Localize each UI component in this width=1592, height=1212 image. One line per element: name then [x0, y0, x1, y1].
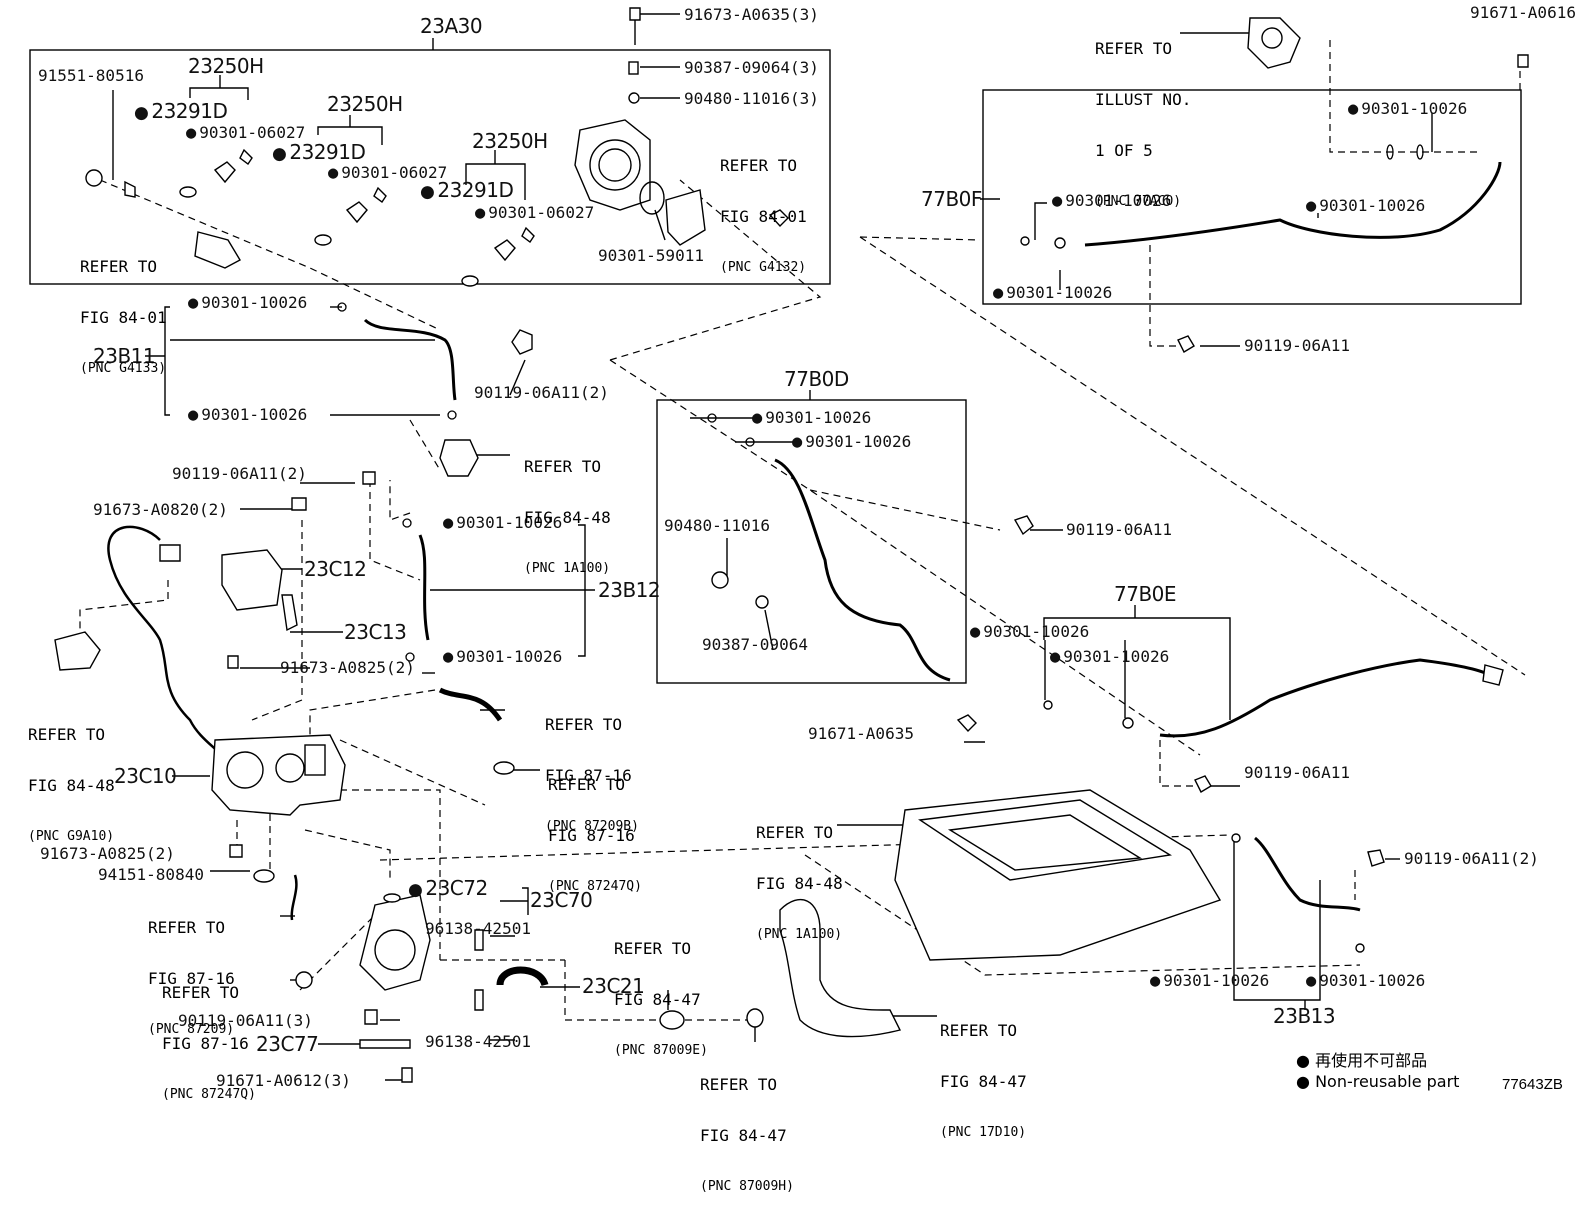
group-23250H-1: 23250H — [188, 54, 264, 78]
group-23C70: 23C70 — [530, 888, 593, 912]
sensor-g9a10 — [54, 631, 101, 671]
group-77B0F: 77B0F — [921, 187, 982, 211]
ref-fig-84-47-17d10: REFER TO FIG 84-47 (PNC 17D10) — [940, 1021, 1027, 1140]
vacuum-pump-23C70 — [359, 894, 431, 991]
part-91673-A0635-3: 91673-A0635(3) — [684, 5, 819, 24]
group-23291D-3: 23291D — [420, 180, 514, 203]
ref-fig-87-16-87247q-a: REFER TO FIG 87-16 (PNC 87247Q) — [548, 775, 642, 894]
ref-fig-84-47-87009e: REFER TO FIG 84-47 (PNC 87009E) — [614, 939, 708, 1058]
part-96138-42501-a: 96138-42501 — [425, 919, 531, 938]
part-90301-10026-d1: 90301-10026 — [752, 409, 871, 427]
legend-jp: ● 再使用不可部品 — [1296, 1051, 1428, 1070]
legend-en: ● Non-reusable part — [1296, 1072, 1460, 1091]
part-90301-10026-f1: 90301-10026 — [1348, 100, 1467, 118]
part-90119-06A11-2-left: 90119-06A11(2) — [172, 464, 307, 483]
part-91673-A0820-2: 91673-A0820(2) — [93, 500, 228, 519]
part-90387-09064: 90387-09064 — [702, 635, 808, 654]
ref-fig-84-48-1a100: REFER TO FIG 84-48 (PNC 1A100) — [524, 457, 611, 576]
part-90119-06A11-f: 90119-06A11 — [1244, 336, 1350, 355]
part-90480-11016-3: 90480-11016(3) — [684, 89, 819, 108]
part-91671-A0612-3: 91671-A0612(3) — [216, 1071, 351, 1090]
part-91551-80516: 91551-80516 — [38, 66, 144, 85]
diagram-linework — [29, 7, 1529, 1083]
part-90301-10026-f4: 90301-10026 — [993, 284, 1112, 302]
ref-fig-84-48-1a100-b: REFER TO FIG 84-48 (PNC 1A100) — [756, 823, 843, 942]
part-91671-A0616: 91671-A0616 — [1470, 3, 1576, 22]
part-91671-A0635: 91671-A0635 — [808, 724, 914, 743]
part-91673-A0825-2-b: 91673-A0825(2) — [40, 844, 175, 863]
part-90119-06A11-d: 90119-06A11 — [1066, 520, 1172, 539]
intake-duct — [779, 898, 902, 1038]
ref-fig-87-16-87209: REFER TO FIG 87-16 (PNC 87209) — [148, 918, 235, 1037]
group-23C72: 23C72 — [408, 878, 488, 901]
part-90301-10026-b13a: 90301-10026 — [1150, 972, 1269, 990]
ref-fig-87-16-87247q-b: REFER TO FIG 87-16 (PNC 87247Q) — [162, 983, 256, 1102]
part-90301-10026-b11b: 90301-10026 — [188, 406, 307, 424]
part-96138-42501-b: 96138-42501 — [425, 1032, 531, 1051]
part-91673-A0825-2-a: 91673-A0825(2) — [280, 658, 415, 677]
group-23C10: 23C10 — [114, 764, 177, 788]
ref-fig-84-01-g4133: REFER TO FIG 84-01 (PNC G4133) — [80, 257, 167, 376]
part-90301-10026-e1: 90301-10026 — [970, 623, 1089, 641]
part-90301-06027-b: 90301-06027 — [328, 164, 447, 182]
bullet-icon: ● — [1296, 1051, 1310, 1070]
group-23B13: 23B13 — [1273, 1004, 1336, 1028]
part-90301-10026-b12a: 90301-10026 — [443, 514, 562, 532]
parts-diagram: 23A30 23250H 23250H 23250H 23291D 23291D… — [0, 0, 1592, 1099]
ref-fig-87-16-87209b: REFER TO FIG 87-16 (PNC 87209B) — [545, 715, 639, 834]
part-90301-10026-f2: 90301-10026 — [1052, 192, 1171, 210]
ref-fig-84-47-87009h: REFER TO FIG 84-47 (PNC 87009H) — [700, 1075, 794, 1194]
part-90301-10026-b13b: 90301-10026 — [1306, 972, 1425, 990]
hv-block-1A100 — [894, 789, 1222, 961]
part-90301-10026-d2: 90301-10026 — [792, 433, 911, 451]
part-90301-10026-f3: 90301-10026 — [1306, 197, 1425, 215]
group-23C13: 23C13 — [344, 620, 407, 644]
throttle-body — [574, 119, 651, 211]
group-23250H-3: 23250H — [472, 129, 548, 153]
group-23C12: 23C12 — [304, 557, 367, 581]
part-90119-06A11-2-top: 90119-06A11(2) — [474, 383, 609, 402]
group-23A30: 23A30 — [420, 14, 483, 38]
frame-77B0D — [656, 399, 967, 684]
group-23C21: 23C21 — [582, 974, 645, 998]
frame-77B0F — [982, 89, 1522, 305]
ref-illust-77AC0: REFER TO ILLUST NO. 1 OF 5 (PNC 77AC0) — [1095, 39, 1192, 209]
group-23250H-2: 23250H — [327, 92, 403, 116]
group-23291D-2: 23291D — [272, 142, 366, 165]
part-90387-09064-3: 90387-09064(3) — [684, 58, 819, 77]
part-90301-10026-e2: 90301-10026 — [1050, 648, 1169, 666]
part-90119-06A11-3: 90119-06A11(3) — [178, 1011, 313, 1030]
part-90301-10026-b12b: 90301-10026 — [443, 648, 562, 666]
bullet-icon: ● — [1296, 1072, 1310, 1091]
part-90301-06027-a: 90301-06027 — [186, 124, 305, 142]
group-77B0E: 77B0E — [1114, 582, 1177, 606]
illustration-number: 77643ZB — [1502, 1076, 1563, 1093]
group-23B12: 23B12 — [598, 578, 661, 602]
ref-fig-84-48-g9a10: REFER TO FIG 84-48 (PNC G9A10) — [28, 725, 115, 844]
frame-23A30 — [29, 49, 831, 285]
group-23C77: 23C77 — [256, 1032, 319, 1056]
part-90301-10026-b11a: 90301-10026 — [188, 294, 307, 312]
group-77B0D: 77B0D — [784, 367, 849, 391]
group-23291D-1: 23291D — [134, 101, 228, 124]
group-23B11: 23B11 — [93, 344, 156, 368]
part-90119-06A11-2-b13: 90119-06A11(2) — [1404, 849, 1539, 868]
part-90480-11016: 90480-11016 — [664, 516, 770, 535]
part-90119-06A11-e: 90119-06A11 — [1244, 763, 1350, 782]
part-94151-80840: 94151-80840 — [98, 865, 204, 884]
ref-fig-84-01-g4132: REFER TO FIG 84-01 (PNC G4132) — [720, 156, 807, 275]
part-90301-59011: 90301-59011 — [598, 246, 704, 265]
part-90301-06027-c: 90301-06027 — [475, 204, 594, 222]
